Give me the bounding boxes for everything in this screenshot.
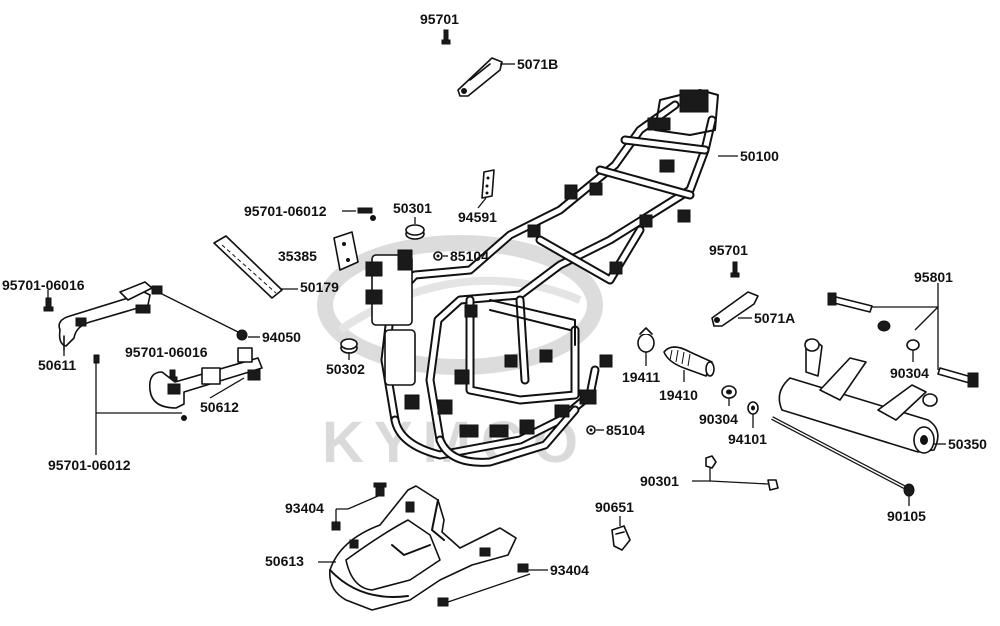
plate-35385: [333, 231, 359, 271]
label-90105: 90105: [887, 508, 926, 524]
label-90301: 90301: [640, 473, 679, 489]
washer-94101: [747, 401, 759, 415]
label-95701-06012-bottom: 95701-06012: [48, 457, 131, 473]
bolt-95701-right: [730, 261, 740, 278]
label-19410: 19410: [659, 387, 698, 403]
label-50350: 50350: [948, 436, 987, 452]
label-93404-bottom: 93404: [550, 562, 589, 578]
label-19411: 19411: [622, 369, 660, 385]
label-50612: 50612: [200, 399, 239, 415]
label-90651: 90651: [595, 499, 634, 515]
bracket-5071B: [457, 57, 503, 97]
bolt-90105: [771, 416, 915, 497]
bracket-94591: [481, 169, 495, 199]
label-90304-right: 90304: [890, 365, 929, 381]
hose-19410: [663, 346, 715, 377]
bracket-50612: [148, 347, 263, 409]
label-94101: 94101: [728, 431, 767, 447]
label-50302: 50302: [326, 361, 365, 377]
label-95701-06012-top: 95701-06012: [244, 203, 327, 219]
clip-85104-bottom: [586, 425, 596, 435]
label-50179: 50179: [300, 279, 339, 295]
label-50301: 50301: [393, 200, 432, 216]
clip-90651: [611, 525, 631, 551]
label-95701-06016-left: 95701-06016: [2, 277, 85, 293]
bracket-50611: [58, 281, 153, 351]
watermark-text: KYMCO: [322, 410, 588, 475]
label-5071B: 5071B: [517, 56, 558, 72]
label-95701-06016-mid: 95701-06016: [125, 344, 208, 360]
label-90304-mid: 90304: [699, 411, 738, 427]
label-50613: 50613: [265, 553, 304, 569]
nut-94050: [151, 285, 248, 341]
label-94591: 94591: [458, 209, 497, 225]
main-frame-50100: [365, 89, 719, 467]
bolt-95801: [827, 292, 979, 388]
label-93404-top: 93404: [285, 500, 324, 516]
grommet-50302: [340, 338, 358, 354]
grommet-50301: [405, 224, 425, 240]
clamp-19411: [637, 327, 655, 353]
label-95801: 95801: [914, 269, 953, 285]
label-95701-top: 95701: [420, 11, 459, 27]
label-95701-right: 95701: [709, 242, 748, 258]
nut-90301: [705, 455, 779, 491]
kymco-watermark: KYMCO: [317, 235, 603, 475]
label-50611: 50611: [38, 357, 76, 373]
bolt-95701-06012-top: [357, 207, 376, 221]
cover-50613: [329, 485, 517, 611]
engine-hanger-50350: [778, 338, 939, 454]
screw-93404-top-b: [331, 521, 341, 531]
bolt-95701-06016-left: [43, 297, 54, 312]
bracket-5071A: [711, 291, 759, 327]
label-85104-bottom: 85104: [606, 422, 645, 438]
strip-50179: [213, 235, 283, 299]
label-5071A: 5071A: [754, 310, 795, 326]
nut-90304-mid: [721, 385, 737, 399]
screw-93404-top: [373, 482, 387, 497]
label-50100: 50100: [740, 148, 779, 164]
nut-90304-right: [877, 320, 920, 351]
label-94050: 94050: [262, 329, 301, 345]
clip-85104-top: [433, 251, 443, 261]
label-85104-top: 85104: [450, 248, 489, 264]
label-35385: 35385: [278, 248, 317, 264]
bolt-95701-top: [441, 29, 451, 45]
